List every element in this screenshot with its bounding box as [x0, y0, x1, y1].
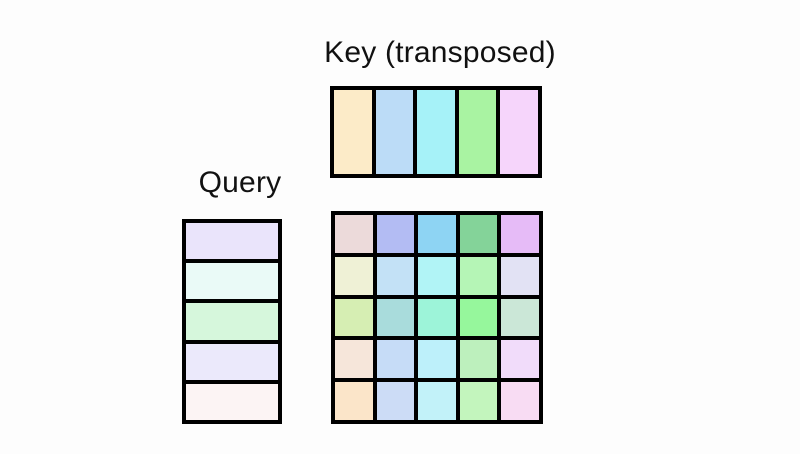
score-cell-4-1 [376, 382, 415, 420]
score-cell-0-3 [459, 215, 498, 253]
query-cell-0 [186, 223, 278, 260]
score-cell-3-0 [335, 340, 373, 379]
key-transposed-matrix [330, 86, 542, 178]
score-cell-2-2 [418, 298, 456, 337]
score-cell-3-1 [376, 340, 415, 379]
score-cell-4-3 [459, 382, 498, 420]
key-cell-1 [375, 90, 414, 174]
score-cell-1-3 [459, 256, 498, 295]
score-cell-4-2 [418, 382, 456, 420]
key-cell-0 [334, 90, 372, 174]
score-cell-3-2 [418, 340, 456, 379]
score-cell-0-4 [501, 215, 539, 253]
score-cell-3-3 [459, 340, 498, 379]
attention-scores-matrix [331, 211, 543, 424]
score-cell-2-4 [501, 298, 539, 337]
query-cell-2 [186, 303, 278, 340]
key-matrix-label: Key (transposed) [324, 36, 556, 69]
score-cell-1-2 [418, 256, 456, 295]
score-cell-2-1 [376, 298, 415, 337]
score-cell-0-0 [335, 215, 373, 253]
score-cell-1-0 [335, 256, 373, 295]
score-cell-4-4 [501, 382, 539, 420]
score-cell-3-4 [501, 340, 539, 379]
key-cell-3 [458, 90, 497, 174]
score-cell-4-0 [335, 382, 373, 420]
score-cell-1-1 [376, 256, 415, 295]
score-cell-1-4 [501, 256, 539, 295]
query-cell-4 [186, 383, 278, 420]
query-cell-3 [186, 343, 278, 380]
score-cell-2-3 [459, 298, 498, 337]
score-cell-0-1 [376, 215, 415, 253]
query-matrix [182, 219, 282, 424]
score-cell-0-2 [418, 215, 456, 253]
query-matrix-label: Query [198, 166, 282, 199]
score-cell-2-0 [335, 298, 373, 337]
query-cell-1 [186, 263, 278, 300]
key-cell-4 [500, 90, 538, 174]
key-cell-2 [417, 90, 455, 174]
